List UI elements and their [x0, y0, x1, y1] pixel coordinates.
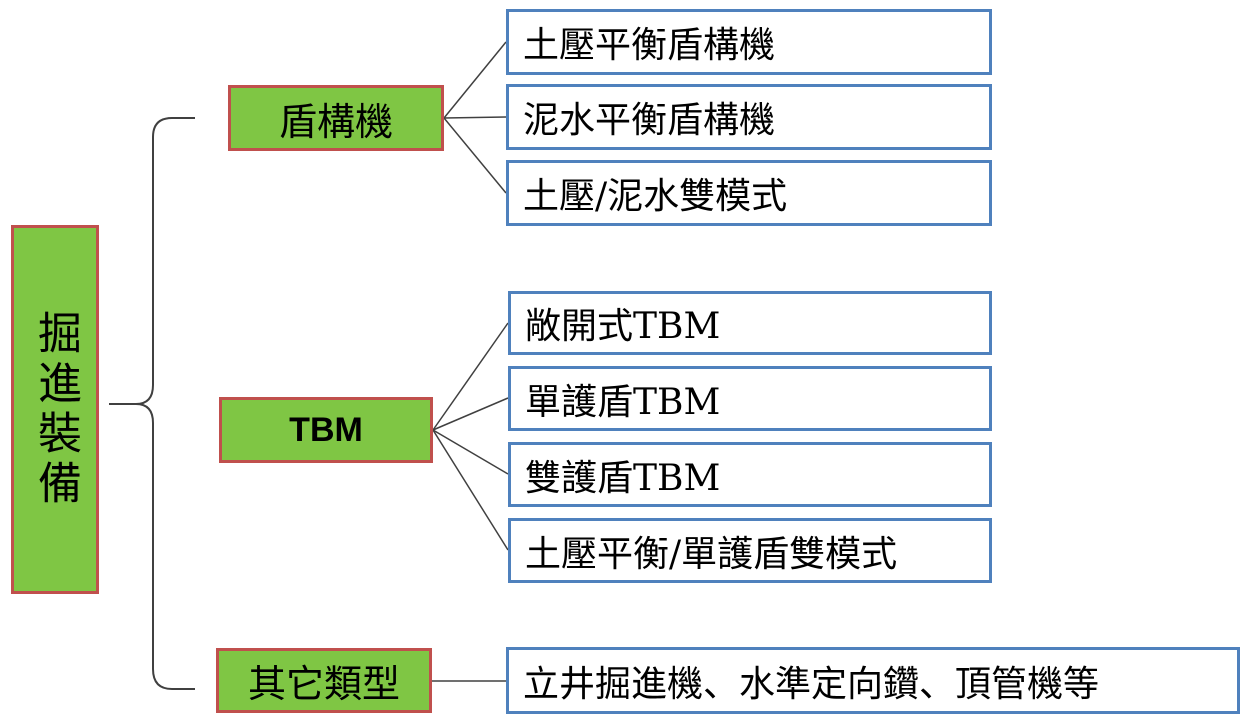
connector-shield-1	[443, 116, 507, 119]
category-other-types: 其它類型	[216, 648, 432, 713]
connector-tbm-2	[432, 429, 509, 475]
root-node: 掘進裝備	[11, 225, 99, 594]
category-tbm: TBM	[219, 397, 433, 463]
leaf-single-shield-tbm: 單護盾TBM	[508, 366, 992, 431]
connector-tbm-0	[432, 322, 509, 431]
leaf-double-shield-tbm: 雙護盾TBM	[508, 442, 992, 507]
leaf-epb-slurry-dual-mode: 土壓/泥水雙模式	[506, 160, 992, 226]
connector-shield-2	[443, 117, 507, 194]
connector-tbm-3	[432, 429, 509, 551]
leaf-epb-single-shield-dual-mode: 土壓平衡/單護盾雙模式	[508, 518, 992, 583]
leaf-other-machines: 立井掘進機、水準定向鑽、頂管機等	[506, 647, 1240, 714]
root-brace	[109, 117, 195, 690]
connector-tbm-1	[432, 397, 509, 431]
leaf-epb-shield: 土壓平衡盾構機	[506, 9, 992, 75]
leaf-open-tbm: 敞開式TBM	[508, 291, 992, 355]
leaf-slurry-shield: 泥水平衡盾構機	[506, 84, 992, 150]
connector-shield-0	[443, 41, 507, 119]
category-shield-machine: 盾構機	[228, 85, 444, 151]
